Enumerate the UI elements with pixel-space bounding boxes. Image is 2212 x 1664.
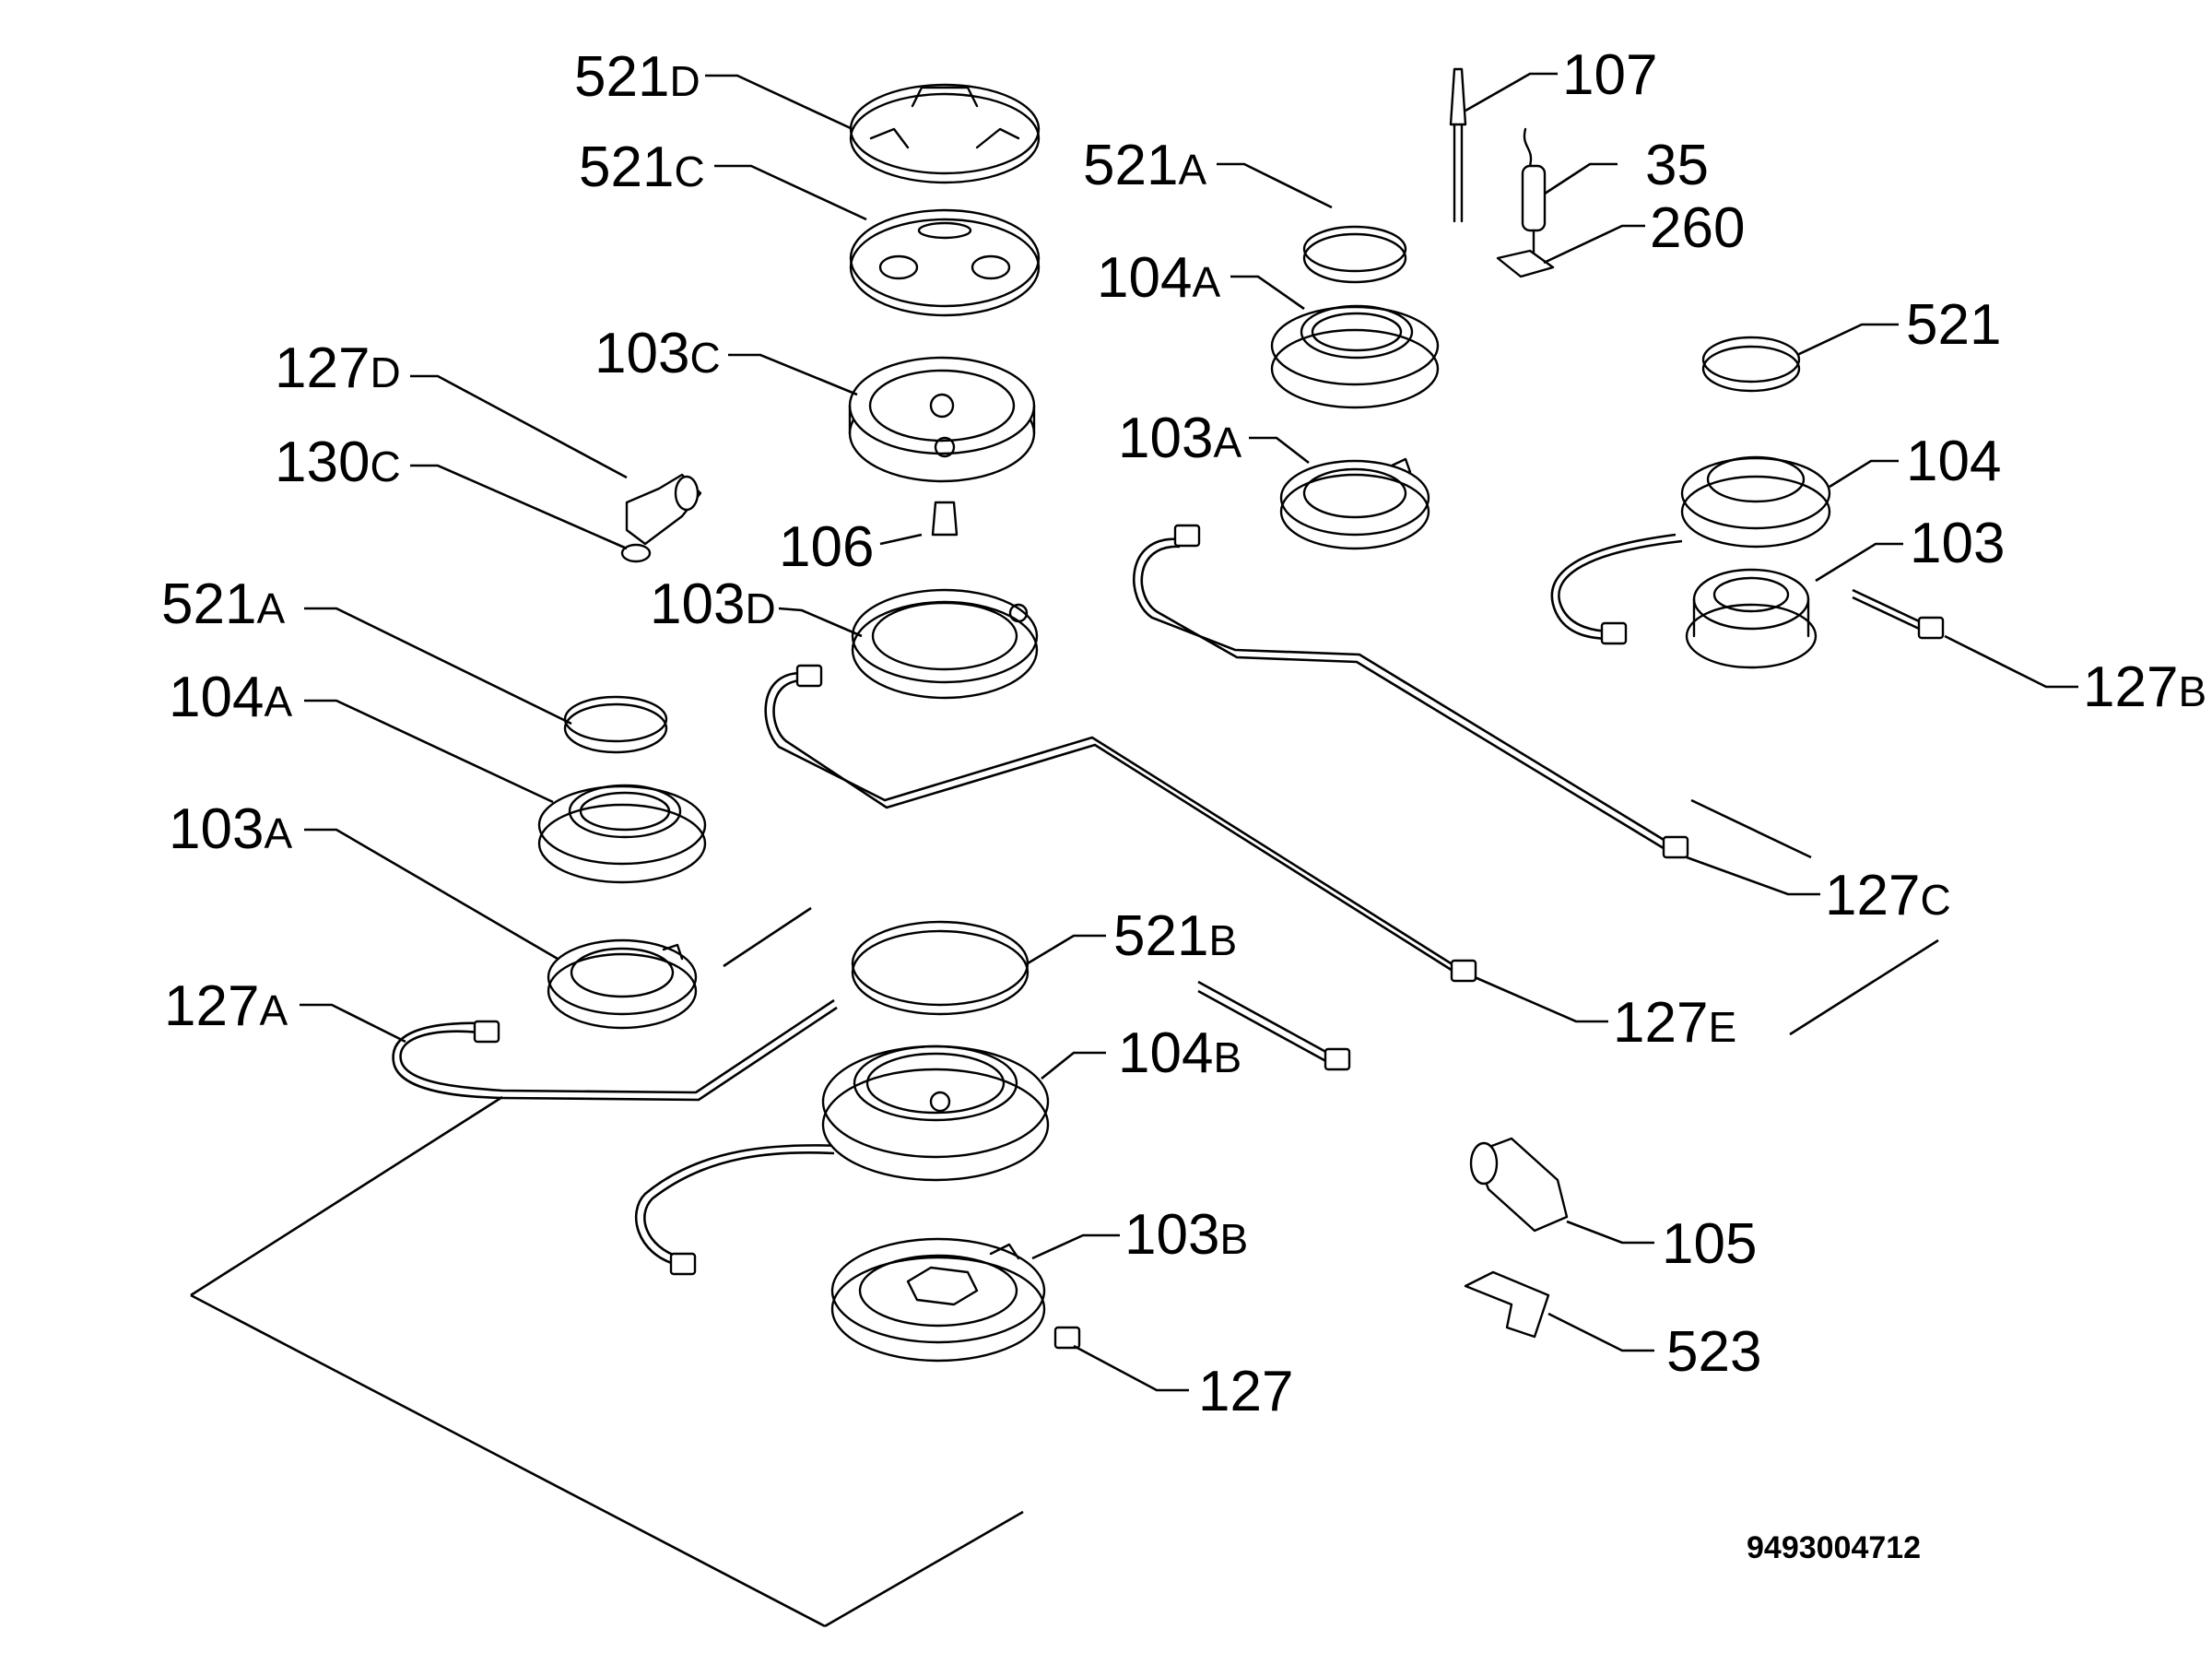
burner-head-103c [848, 356, 1036, 483]
label-107: 107 [1562, 43, 1657, 107]
burner-base-103d [851, 588, 1039, 700]
label-127c: 127C [1825, 864, 1951, 927]
cap-521a-left [563, 695, 668, 754]
label-103b: 103B [1124, 1203, 1248, 1267]
cap-521 [1701, 336, 1801, 393]
label-260: 260 [1650, 196, 1745, 260]
label-127b: 127B [2083, 655, 2206, 719]
head-103a-left [547, 938, 698, 1030]
burner-cap-521d [849, 83, 1041, 184]
label-104a-right: 104A [1097, 246, 1220, 310]
label-130c: 130C [275, 431, 401, 494]
label-103a-right: 103A [1118, 407, 1241, 470]
label-127a: 127A [164, 974, 288, 1038]
label-127e: 127E [1613, 991, 1736, 1055]
thermocouple-107 [1449, 67, 1467, 223]
drawing-number: 9493004712 [1747, 1530, 1921, 1565]
label-104: 104 [1906, 430, 2001, 493]
elbow-127d [625, 473, 702, 546]
valve-105 [1469, 1137, 1569, 1233]
crown-104 [1680, 455, 1831, 549]
part-labels: 521D 521C 103C 127D 130C 106 103D 521A 1… [161, 43, 2206, 1423]
label-35: 35 [1645, 134, 1709, 197]
label-521b: 521B [1113, 904, 1237, 968]
head-103 [1685, 568, 1818, 669]
label-521: 521 [1906, 293, 2001, 357]
label-103d: 103D [650, 572, 776, 636]
label-103a-left: 103A [169, 797, 292, 861]
bracket-523 [1464, 1270, 1550, 1339]
label-523: 523 [1666, 1320, 1761, 1384]
label-521d: 521D [574, 45, 700, 109]
label-105: 105 [1662, 1212, 1757, 1276]
injector-106 [931, 501, 959, 537]
label-103: 103 [1910, 512, 2005, 575]
pipe-fittings [473, 524, 1945, 1350]
label-127: 127 [1198, 1360, 1293, 1423]
cap-521a-right [1302, 225, 1407, 284]
label-103c: 103C [594, 322, 721, 385]
crown-104a-left [537, 784, 707, 884]
electrode-35 [1521, 127, 1547, 255]
label-104b: 104B [1118, 1021, 1241, 1085]
crown-104a-right [1270, 304, 1440, 409]
label-127d: 127D [275, 336, 401, 400]
clip-260 [1496, 249, 1555, 278]
seal-130c [620, 543, 652, 563]
label-521c: 521C [579, 136, 705, 199]
hob-outline [190, 798, 1939, 1628]
head-103a-right [1279, 457, 1430, 550]
crown-104b [821, 1044, 1050, 1182]
burner-crown-521c [849, 208, 1041, 317]
gas-pipes [392, 533, 1932, 1267]
head-103b [830, 1237, 1046, 1363]
cap-521b [851, 920, 1030, 1016]
leader-lines [300, 72, 2078, 1392]
label-104a-left: 104A [169, 666, 292, 729]
label-521a-right: 521A [1083, 134, 1206, 197]
label-521a-left: 521A [161, 572, 285, 636]
label-106: 106 [779, 515, 874, 579]
